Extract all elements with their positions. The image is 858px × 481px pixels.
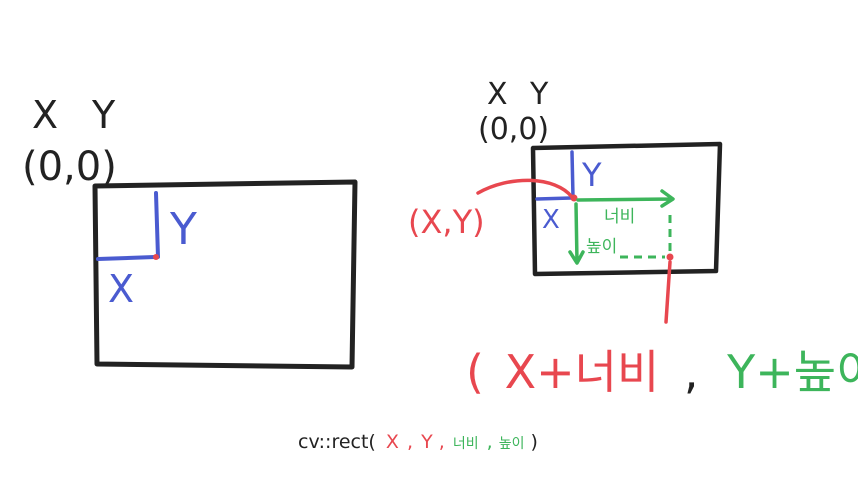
left-origin-label: (0,0) xyxy=(22,144,117,190)
height-label: 높이 xyxy=(586,237,617,257)
corner-y-plus-height: Y+높이 xyxy=(726,345,858,399)
right-x-offset-label: X xyxy=(542,205,560,235)
caption-h: 높이 xyxy=(499,436,525,452)
right-axis-x-label: X xyxy=(487,77,508,112)
left-x-offset-label: X xyxy=(108,267,134,311)
width-arrow xyxy=(576,189,675,208)
right-diagram: X Y (0,0) Y X (X,Y) 너비 높이 ( X+너비 , Y+높이 … xyxy=(408,77,858,399)
caption-close: ) xyxy=(531,431,538,453)
caption-sep2: , xyxy=(439,431,445,453)
right-y-offset-label: Y xyxy=(581,156,602,194)
right-x-offset-line xyxy=(535,196,573,201)
corner-comma: , xyxy=(684,345,699,399)
caption-x: X xyxy=(386,431,399,453)
width-label: 너비 xyxy=(604,207,635,227)
left-y-offset-label: Y xyxy=(169,204,197,255)
caption-sep1: , xyxy=(407,431,413,453)
height-arrow xyxy=(568,202,585,265)
corner-open-paren: ( xyxy=(466,345,484,399)
caption: cv::rect( X , Y , 너비 , 높이 ) xyxy=(298,431,538,453)
left-x-offset-line xyxy=(96,255,157,261)
left-point-marker xyxy=(153,254,159,260)
left-rectangle xyxy=(92,179,358,370)
left-y-offset-line xyxy=(154,191,160,259)
right-origin-label: (0,0) xyxy=(478,112,549,147)
left-axis-y-label: Y xyxy=(91,93,116,137)
corner-x-plus-width: X+너비 xyxy=(505,345,660,399)
caption-y: Y xyxy=(420,431,433,453)
caption-sep3: , xyxy=(487,431,493,453)
right-rectangle xyxy=(530,141,723,277)
left-axis-x-label: X xyxy=(32,93,58,137)
corner-connector xyxy=(664,260,672,324)
caption-func: cv::rect( xyxy=(298,431,376,453)
corner-coordinate-label: ( X+너비 , Y+높이 ) xyxy=(466,345,858,399)
right-point-marker xyxy=(570,194,578,202)
caption-w: 너비 xyxy=(453,436,479,452)
red-point-connector xyxy=(476,178,574,199)
right-axis-y-label: Y xyxy=(529,77,549,112)
right-y-offset-line xyxy=(570,150,575,199)
corner-point-marker xyxy=(666,253,674,261)
left-diagram: X Y (0,0) Y X xyxy=(22,93,358,370)
point-label: (X,Y) xyxy=(408,203,485,241)
